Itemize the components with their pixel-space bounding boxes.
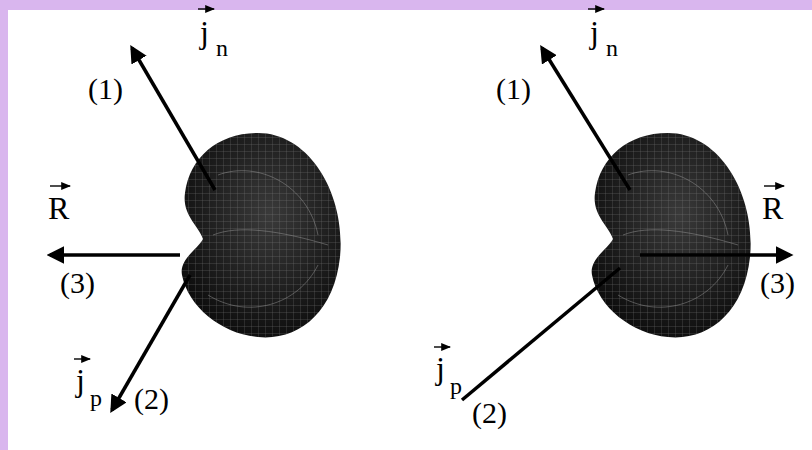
callout-number: (3): [760, 268, 795, 298]
vector-symbol: j: [76, 364, 85, 396]
vector-accents: [50, 9, 784, 359]
callout-number: (1): [88, 74, 123, 104]
callout-number: (1): [496, 74, 531, 104]
vector-subscript: p: [450, 374, 462, 398]
vector-arrows: [50, 48, 790, 410]
callout-number: (2): [472, 398, 507, 428]
vector-symbol: j: [590, 16, 599, 48]
nucleus-shape: [182, 133, 341, 337]
vector-subscript: p: [90, 386, 102, 410]
vector-symbol: R: [762, 192, 783, 224]
vector-subscript: n: [606, 36, 618, 60]
vector-symbol: j: [436, 352, 445, 384]
vector-symbol: R: [48, 192, 69, 224]
vector-subscript: n: [216, 36, 228, 60]
callout-number: (3): [60, 268, 95, 298]
vector-symbol: j: [200, 16, 209, 48]
callout-number: (2): [134, 384, 169, 414]
